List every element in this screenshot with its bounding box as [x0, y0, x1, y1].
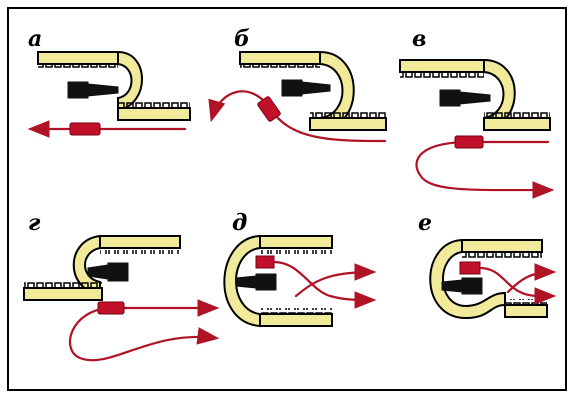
- black-shoe-e: [461, 277, 483, 295]
- black-shoe-g: [107, 262, 129, 282]
- shoe-tip-a: [87, 83, 119, 97]
- tape-teeth-g: [100, 248, 180, 254]
- tape-top-b: [239, 51, 321, 65]
- black-shoe-b: [281, 79, 303, 97]
- cable-v: [415, 140, 555, 199]
- cable-e-2: [506, 263, 557, 294]
- outer-frame: [7, 7, 567, 391]
- tape-bottom-a: [117, 107, 191, 121]
- tape-bottom-teeth-a: [118, 102, 190, 108]
- red-head-v: [454, 135, 484, 149]
- panel-a: [27, 50, 191, 138]
- tape-teeth-b: [240, 64, 320, 70]
- tape-teeth-v: [400, 72, 484, 78]
- panel-v: [399, 58, 555, 199]
- cable-e-1: [478, 266, 557, 305]
- tape-loop-a: [117, 50, 143, 112]
- tape-bottom-v: [483, 117, 551, 131]
- cable-g-lower: [68, 306, 220, 362]
- tape-bottom-d: [259, 313, 333, 327]
- tape-teeth-a: [38, 64, 118, 70]
- panel-b: [208, 50, 387, 143]
- tape-bottom-g: [23, 287, 103, 301]
- panel-label-e: е: [418, 210, 432, 236]
- tape-bottom-b: [309, 117, 387, 131]
- tape-bottom-teeth-g: [24, 282, 102, 288]
- red-head-e: [459, 261, 481, 275]
- black-shoe-v: [439, 89, 461, 107]
- tape-teeth-e: [462, 252, 542, 258]
- cable-d-1: [272, 260, 377, 309]
- tape-top-v: [399, 59, 485, 73]
- tape-top-e: [461, 239, 543, 253]
- cable-d-2: [294, 263, 377, 298]
- panel-g: [23, 234, 220, 362]
- panel-e: [429, 238, 557, 320]
- tape-bottom-teeth-d: [260, 308, 332, 314]
- panel-d: [223, 234, 377, 328]
- panel-label-a: а: [28, 26, 42, 52]
- red-head-a: [69, 122, 101, 136]
- panel-label-g: г: [28, 210, 41, 236]
- tape-top-a: [37, 51, 119, 65]
- red-head-g: [97, 301, 125, 315]
- tape-bottom-e: [504, 304, 548, 318]
- shoe-tip-d: [235, 275, 257, 289]
- tape-top-d: [259, 235, 333, 249]
- tape-bottom-teeth-e: [505, 299, 547, 305]
- shoe-tip-g: [87, 264, 109, 280]
- tape-teeth-d: [260, 248, 332, 254]
- red-head-d: [255, 255, 275, 269]
- red-head-b: [257, 96, 281, 122]
- panel-label-v: в: [412, 26, 426, 52]
- panel-label-b: б: [234, 26, 250, 52]
- panel-label-d: д: [232, 210, 247, 236]
- tape-bottom-teeth-v: [484, 112, 550, 118]
- tape-bottom-teeth-b: [310, 112, 386, 118]
- shoe-tip-b: [301, 81, 331, 95]
- black-shoe-a: [67, 81, 89, 99]
- black-shoe-d: [255, 273, 277, 291]
- tape-top-g: [99, 235, 181, 249]
- shoe-tip-v: [459, 91, 491, 105]
- shoe-tip-e: [441, 279, 463, 293]
